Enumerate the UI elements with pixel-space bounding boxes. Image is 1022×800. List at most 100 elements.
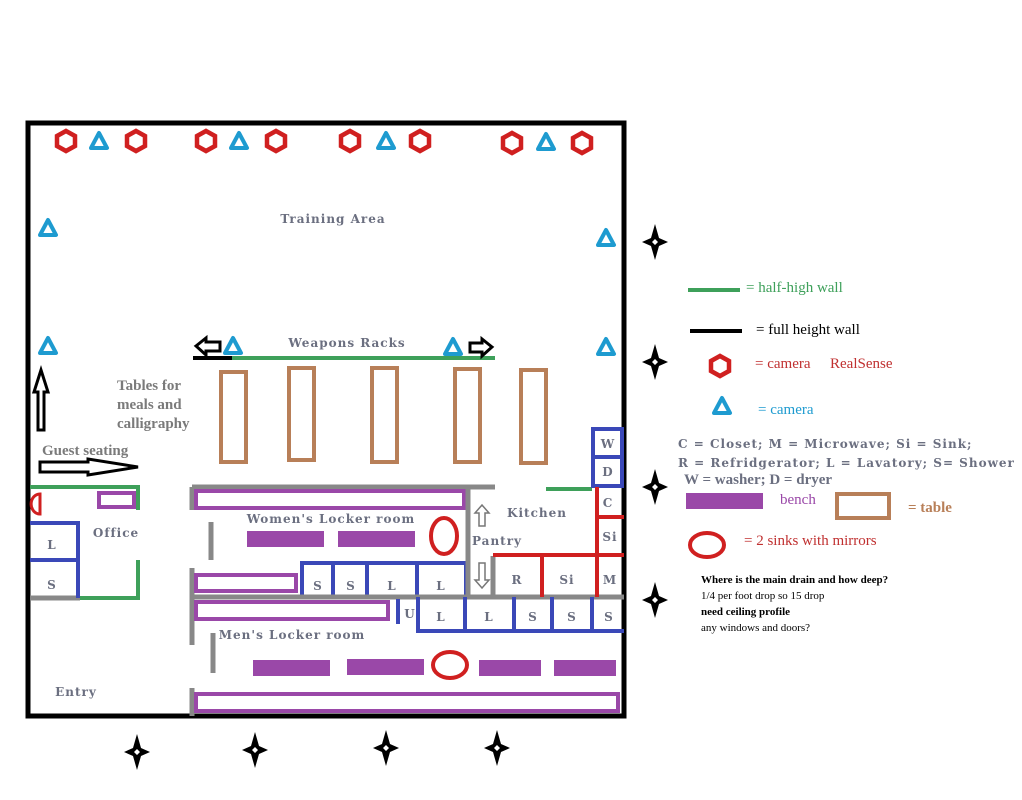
- star-marker-icon: [642, 224, 668, 260]
- legend-camera: = camera: [758, 402, 814, 418]
- arrow-down-icon: [473, 562, 491, 590]
- legend-table: = table: [908, 500, 952, 516]
- table-swatch: [835, 492, 891, 520]
- camera-icon: [536, 132, 556, 151]
- arrow-up-icon: [31, 365, 51, 432]
- star-marker-icon: [642, 469, 668, 505]
- kitchen: W D Kitchen Pantry C Si R Si M: [472, 427, 624, 597]
- womens-locker-label: Women's Locker room: [246, 512, 415, 526]
- note: Where is the main drain and how deep?: [701, 574, 888, 586]
- lavatory-label: L: [47, 538, 56, 552]
- realsense-camera-icon: [711, 356, 729, 376]
- dryer-label: D: [602, 465, 613, 479]
- lavatory-label: L: [387, 579, 396, 593]
- arrow-right-icon: [38, 457, 139, 477]
- realsense-camera-icon: [503, 133, 521, 153]
- legend-bench: bench: [780, 492, 816, 508]
- realsense-camera-icon: [57, 131, 75, 151]
- star-marker-icon: [484, 730, 510, 766]
- shower-label: S: [313, 579, 323, 593]
- sinks-with-mirrors: [429, 516, 459, 556]
- camera-icon: [89, 131, 109, 150]
- lavatory-label: L: [484, 610, 493, 624]
- star-marker-icon: [124, 734, 150, 770]
- lavatory-label: L: [436, 579, 445, 593]
- microwave-label: M: [603, 573, 617, 587]
- star-marker-icon: [242, 732, 268, 768]
- womens-locker-room: Women's Locker room S S L L: [189, 484, 495, 645]
- lavatory-label: L: [436, 610, 445, 624]
- sinks-with-mirrors: [431, 650, 469, 680]
- closet-label: C: [603, 496, 614, 510]
- tables: [219, 366, 548, 465]
- star-marker-icon: [642, 344, 668, 380]
- realsense-camera-icon: [197, 131, 215, 151]
- legend-full-wall: = full height wall: [756, 322, 860, 338]
- legend-key: W = washer; D = dryer: [684, 472, 832, 488]
- realsense-camera-icon: [341, 131, 359, 151]
- legend-key: C = Closet; M = Microwave; Si = Sink;: [678, 437, 972, 451]
- pantry-label: Pantry: [472, 534, 522, 548]
- sink-label: Si: [559, 573, 574, 587]
- legend-realsense: RealSense: [830, 356, 893, 372]
- arrow-up-icon: [473, 503, 491, 527]
- realsense-camera-icon: [267, 131, 285, 151]
- table: [287, 366, 316, 462]
- note: need ceiling profile: [701, 606, 790, 618]
- camera-icon: [596, 337, 616, 356]
- washer-label: W: [600, 437, 615, 451]
- table: [453, 367, 482, 464]
- bench: [253, 660, 330, 676]
- table: [519, 368, 548, 465]
- camera-icon: [38, 218, 58, 237]
- entry-label: Entry: [55, 685, 97, 699]
- urinal-label: U: [404, 607, 415, 621]
- bench: [194, 692, 620, 713]
- sink-swatch: [688, 531, 726, 559]
- legend-key: R = Refridgerator; L = Lavatory; S= Show…: [678, 456, 1015, 470]
- bench: [554, 660, 616, 676]
- top-cameras: [38, 131, 616, 356]
- arrow-right-icon: [468, 335, 495, 360]
- fridge-label: R: [512, 573, 523, 587]
- kitchen-label: Kitchen: [507, 506, 567, 520]
- legend-realsense-camera: = camera: [755, 356, 811, 372]
- sink-label: Si: [602, 530, 617, 544]
- office-label: Office: [93, 526, 139, 540]
- camera-icon: [223, 336, 243, 355]
- tables-label: Tables for meals and calligraphy: [117, 378, 190, 432]
- camera-icon: [38, 336, 58, 355]
- camera-icon: [596, 228, 616, 247]
- bench-swatch: [686, 493, 763, 509]
- legend-sinks: = 2 sinks with mirrors: [744, 533, 877, 549]
- table: [370, 366, 399, 464]
- realsense-camera-icon: [411, 131, 429, 151]
- note: 1/4 per foot drop so 15 drop: [701, 590, 825, 602]
- outer-wall: [25, 120, 627, 719]
- note: any windows and doors?: [701, 622, 810, 634]
- bench: [97, 491, 136, 509]
- sink-icon: [29, 492, 42, 516]
- realsense-camera-icon: [573, 133, 591, 153]
- bench: [194, 489, 466, 510]
- legend: = half-high wall = full height wall = ca…: [678, 280, 1015, 559]
- weapons-racks-label: Weapons Racks: [287, 336, 405, 350]
- table: [219, 370, 248, 464]
- star-marker-icon: [373, 730, 399, 766]
- bench: [194, 600, 390, 621]
- shower-label: S: [567, 610, 577, 624]
- camera-icon: [229, 131, 249, 150]
- shower-label: S: [346, 579, 356, 593]
- arrow-left-icon: [193, 334, 222, 359]
- camera-icon: [443, 337, 463, 356]
- camera-icon: [712, 396, 732, 415]
- bench: [479, 660, 541, 676]
- bench: [338, 531, 415, 547]
- mens-locker-label: Men's Locker room: [219, 628, 365, 642]
- bench: [347, 659, 424, 675]
- legend-half-wall: = half-high wall: [746, 280, 843, 296]
- training-area-label: Training Area: [280, 212, 385, 226]
- realsense-camera-icon: [127, 131, 145, 151]
- notes: Where is the main drain and how deep? 1/…: [701, 574, 888, 634]
